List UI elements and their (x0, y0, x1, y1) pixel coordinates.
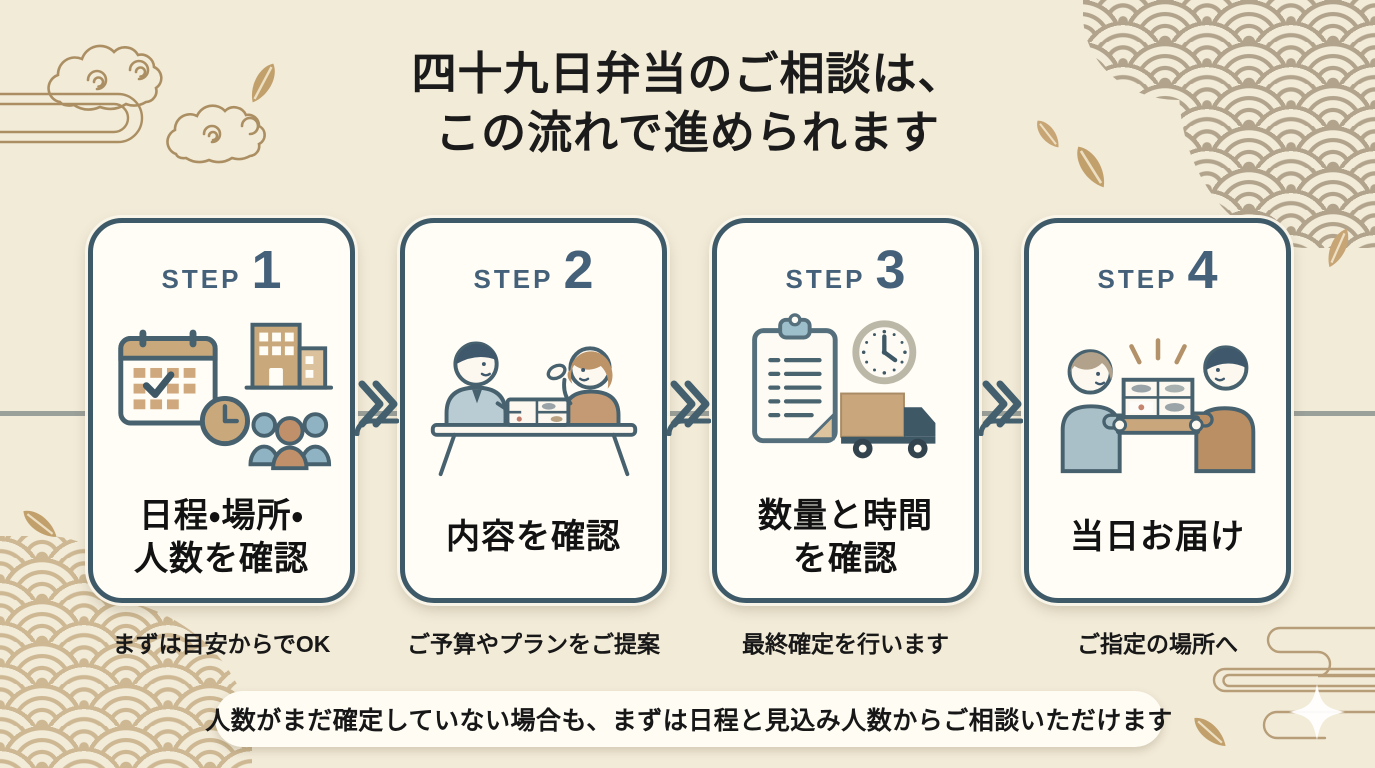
step-number: 2 (563, 240, 594, 300)
recipient-person-icon (1060, 349, 1143, 474)
step-header: STEP 1 (162, 243, 282, 299)
leaf-icon (1194, 717, 1226, 747)
step-card-3: STEP 3 (712, 218, 979, 603)
step-caption: 最終確定を行います (742, 631, 949, 657)
step-card-4: STEP 4 (1024, 218, 1291, 603)
step-header: STEP 2 (474, 243, 594, 299)
step-caption: ご予算やプランをご提案 (407, 631, 660, 657)
footer-note: 人数がまだ確定していない場合も、まずは日程と見込み人数からご相談いただけます (205, 691, 1172, 747)
step-title: 内容を確認 (446, 518, 621, 557)
step-card-1: STEP 1 (88, 218, 355, 603)
clipboard-icon (751, 313, 838, 444)
deliverer-person-icon (1172, 345, 1255, 474)
step-caption: まずは目安からでOK (112, 631, 331, 657)
double-chevron-arrow-icon (667, 380, 711, 436)
step-number: 1 (251, 240, 282, 300)
bento-box-icon (1111, 377, 1204, 435)
step-title: 日程・場所・ 人数を確認 (134, 496, 309, 578)
double-chevron-arrow-icon (979, 380, 1023, 436)
building-icon (244, 322, 333, 390)
staff-person-icon (444, 341, 525, 429)
page-title-line1: 四十九日弁当のご相談は、 (411, 48, 964, 99)
step-caption: ご指定の場所へ (1077, 631, 1238, 657)
step-header: STEP 4 (1098, 243, 1218, 299)
page-title-line2: この流れで進められます (435, 107, 940, 158)
sparkle-icon (1289, 684, 1345, 740)
step-header: STEP 3 (786, 243, 906, 299)
bento-handoff-illustration (1060, 338, 1255, 474)
people-group-icon (248, 412, 331, 471)
step-title: 数量と時間 を確認 (758, 496, 933, 578)
step-label: STEP (1097, 264, 1178, 294)
double-chevron-arrow-icon (355, 380, 399, 436)
step-column-3: STEP 3 (712, 218, 979, 659)
step-column-1: STEP 1 (88, 218, 355, 659)
clock-icon (199, 395, 250, 447)
step-number: 4 (1187, 240, 1218, 300)
truck-icon (839, 392, 935, 459)
clock-icon (851, 320, 916, 385)
sparkle-lines-icon (1128, 338, 1187, 365)
step-label: STEP (473, 264, 554, 294)
step3-illustration (751, 313, 935, 459)
step-label: STEP (785, 264, 866, 294)
step-title: 当日お届け (1070, 518, 1245, 557)
consultation-bento-illustration (430, 341, 637, 477)
step1-illustration (117, 322, 333, 471)
table-icon (430, 423, 637, 477)
page-title: 四十九日弁当のご相談は、 この流れで進められます (0, 44, 1375, 162)
calendar-check-icon (117, 329, 218, 426)
step-column-2: STEP 2 (400, 218, 667, 659)
step-card-2: STEP 2 (400, 218, 667, 603)
customer-person-icon (546, 346, 620, 429)
step-number: 3 (875, 240, 906, 300)
step-label: STEP (161, 264, 242, 294)
step-column-4: STEP 4 (1024, 218, 1291, 659)
bento-box-icon (505, 397, 570, 427)
